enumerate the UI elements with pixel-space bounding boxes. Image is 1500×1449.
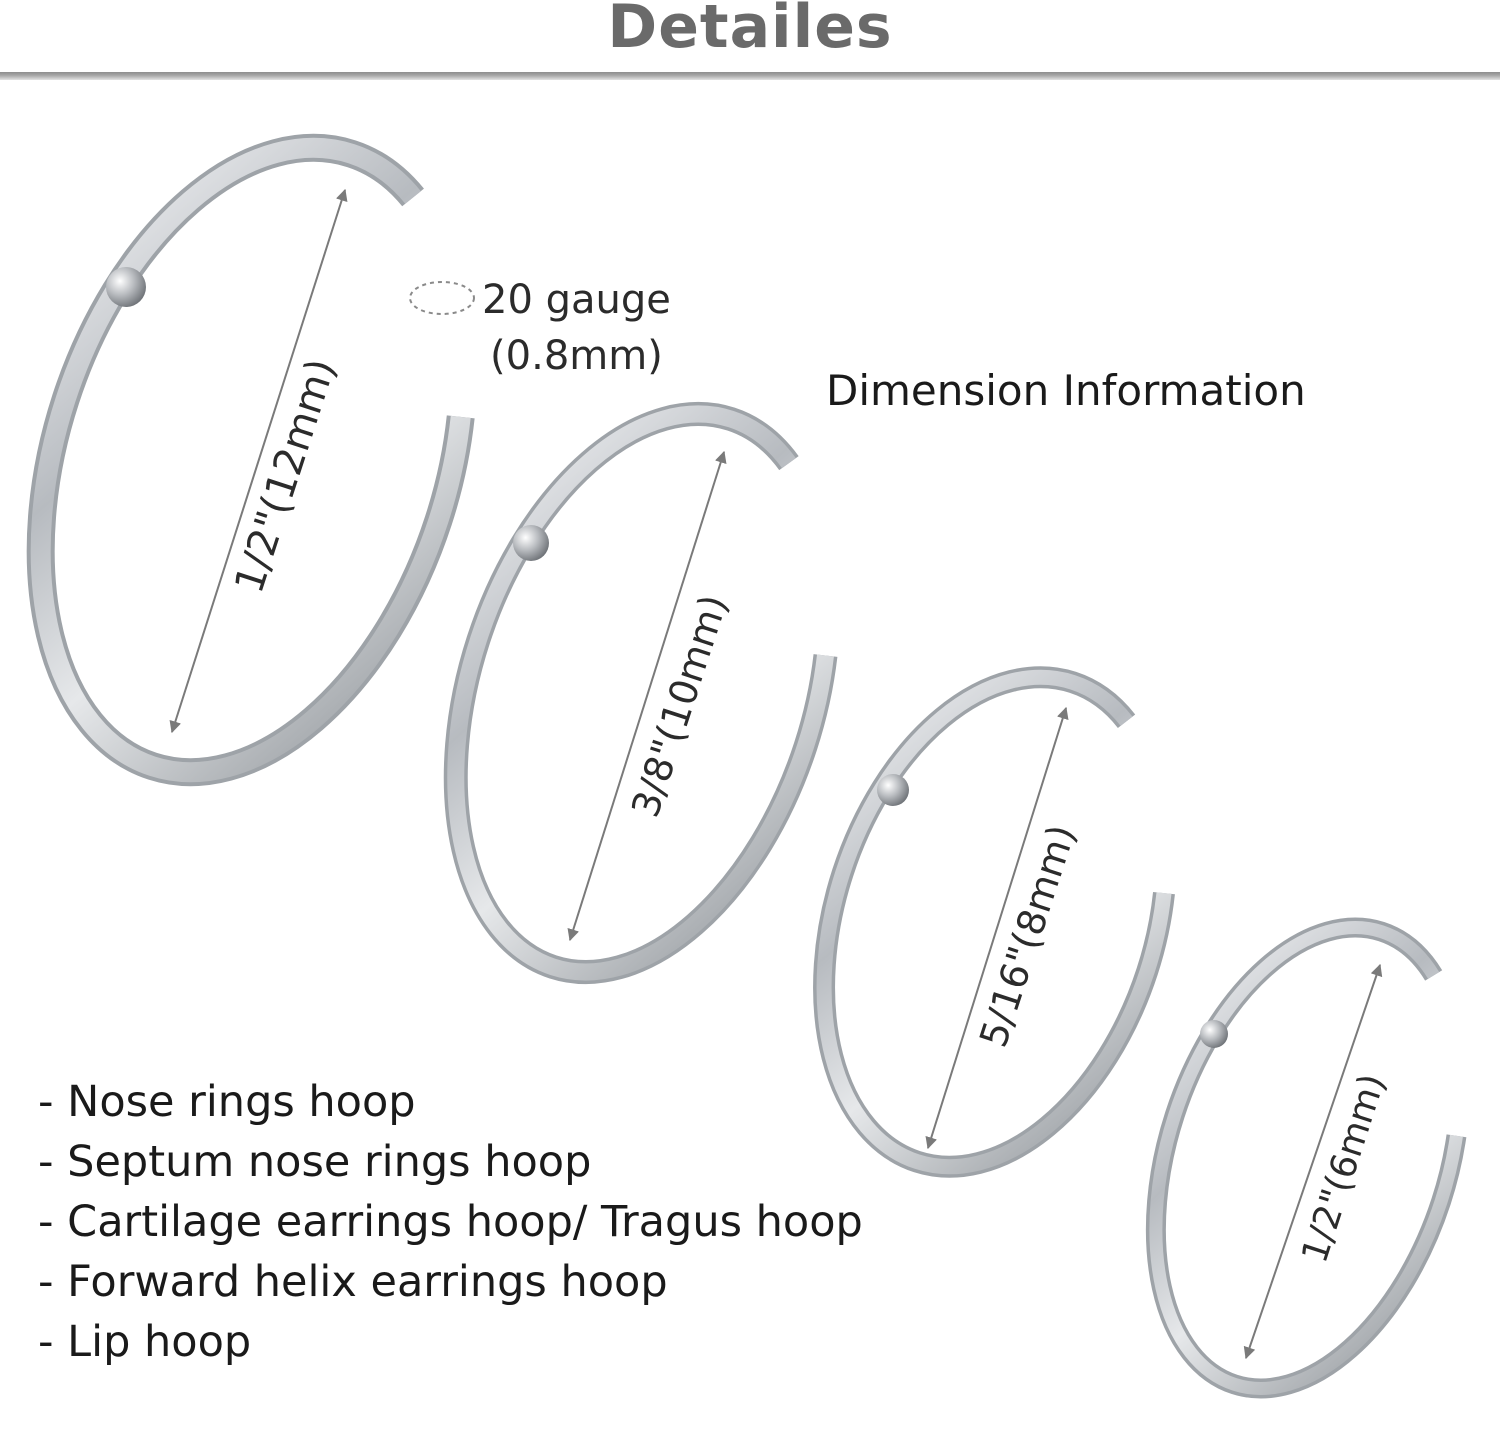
gauge-indicator-icon [409, 281, 475, 315]
ring-size-label: 5/16"(8mm) [971, 819, 1084, 1052]
gauge-label: 20 gauge (0.8mm) [482, 272, 671, 384]
uses-list: - Nose rings hoop - Septum nose rings ho… [38, 1072, 863, 1372]
list-item: - Cartilage earrings hoop/ Tragus hoop [38, 1197, 863, 1247]
gauge-value: 20 gauge [482, 277, 671, 323]
ring-size-label: 3/8"(10mm) [623, 589, 736, 822]
ring-6mm [1145, 917, 1471, 1399]
ring-ball-icon [513, 525, 549, 561]
ring-size-label: 1/2"(6mm) [1294, 1069, 1393, 1268]
ring-ball-icon [1200, 1020, 1228, 1048]
ring-diameter-arrow [567, 450, 727, 942]
list-item: - Nose rings hoop [38, 1077, 416, 1127]
list-item: - Forward helix earrings hoop [38, 1257, 668, 1307]
ring-ball-icon [877, 774, 909, 806]
list-item: - Septum nose rings hoop [38, 1137, 592, 1187]
gauge-mm: (0.8mm) [490, 333, 663, 379]
ring-diameter-arrow [169, 188, 348, 734]
title-divider [0, 72, 1500, 80]
ring-8mm [813, 666, 1177, 1178]
page-title: Detailes [607, 0, 893, 62]
ring-diameter-arrow [1243, 963, 1383, 1360]
ring-diameter-arrow [925, 706, 1069, 1150]
ring-10mm [443, 401, 841, 985]
ring-size-label: 1/2"(12mm) [226, 353, 345, 598]
ring-12mm [26, 133, 478, 787]
ring-ball-icon [106, 267, 146, 307]
dimension-info-label: Dimension Information [826, 366, 1306, 415]
list-item: - Lip hoop [38, 1317, 252, 1367]
